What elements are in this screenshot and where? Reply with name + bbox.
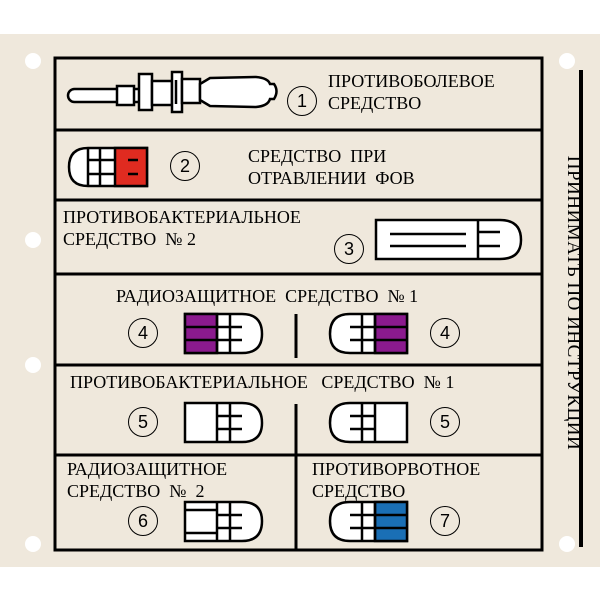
hole-right-2 bbox=[559, 536, 575, 552]
label-analgesic: ПРОТИВОБОЛЕВОЕ СРЕДСТВО bbox=[328, 71, 495, 113]
label-radioprotective-2: РАДИОЗАЩИТНОЕ СРЕДСТВО № 2 bbox=[67, 459, 228, 501]
number-badge-7: 7 bbox=[430, 506, 460, 536]
number-badge-3: 3 bbox=[334, 234, 364, 264]
plain-pencil-case-icon-right bbox=[328, 401, 409, 444]
card-background bbox=[0, 34, 600, 567]
label-antibacterial-1: ПРОТИВОБАКТЕРИАЛЬНОЕ СРЕДСТВО № 1 bbox=[70, 372, 455, 392]
number-badge-4-right: 4 bbox=[430, 318, 460, 348]
hole-left-2 bbox=[25, 232, 41, 248]
table-frame bbox=[53, 56, 544, 552]
long-pencil-case-icon bbox=[374, 218, 523, 261]
purple-pencil-case-icon-left bbox=[183, 312, 264, 355]
number-badge-1: 1 bbox=[287, 86, 317, 116]
label-radioprotective-1: РАДИОЗАЩИТНОЕ СРЕДСТВО № 1 bbox=[116, 286, 419, 306]
label-fov-antidote: СРЕДСТВО ПРИ ОТРАВЛЕНИИ ФОВ bbox=[248, 146, 415, 188]
number-badge-2: 2 bbox=[170, 151, 200, 181]
hole-left-1 bbox=[25, 53, 41, 69]
label-antiemetic: ПРОТИВОРВОТНОЕ СРЕДСТВО bbox=[312, 459, 481, 501]
hole-left-3 bbox=[25, 357, 41, 373]
number-badge-5-right: 5 bbox=[430, 407, 460, 437]
number-badge-6: 6 bbox=[128, 506, 158, 536]
purple-pencil-case-icon-right bbox=[328, 312, 409, 355]
plain-pencil-case-icon-left bbox=[183, 401, 264, 444]
striped-pencil-case-icon bbox=[183, 500, 264, 543]
number-badge-5-left: 5 bbox=[128, 407, 158, 437]
syringe-tube-icon bbox=[66, 70, 278, 114]
side-instruction: ПРИНИМАТЬ ПО ИНСТРУКЦИИ bbox=[558, 138, 588, 468]
binder-holes bbox=[25, 53, 575, 552]
blue-pencil-case-icon bbox=[328, 500, 409, 543]
side-instruction-text: ПРИНИМАТЬ ПО ИНСТРУКЦИИ bbox=[563, 155, 584, 451]
hole-left-4 bbox=[25, 536, 41, 552]
label-antibacterial-2: ПРОТИВОБАКТЕРИАЛЬНОЕ СРЕДСТВО № 2 bbox=[63, 207, 301, 249]
number-badge-4-left: 4 bbox=[128, 318, 158, 348]
red-pencil-case-icon bbox=[67, 146, 149, 188]
hole-right-1 bbox=[559, 53, 575, 69]
